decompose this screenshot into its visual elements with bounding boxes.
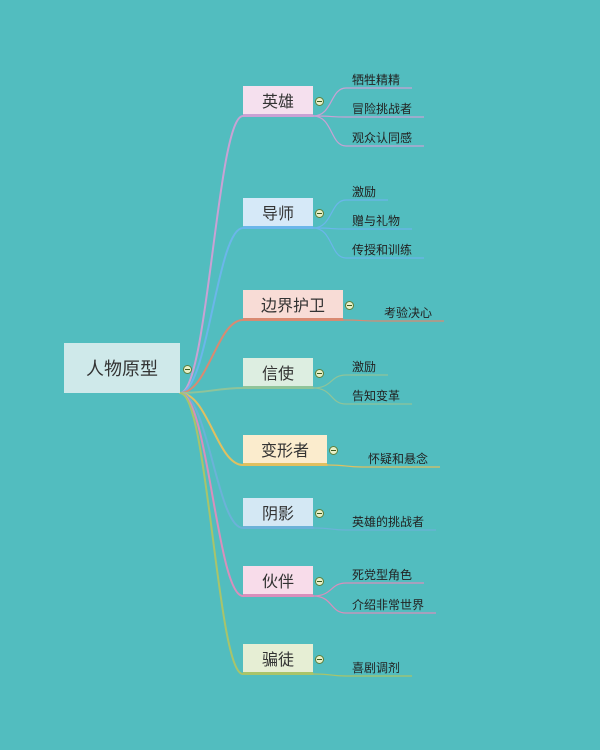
leaf-label[interactable]: 激励 xyxy=(352,360,377,374)
branch-label: 英雄 xyxy=(261,92,294,111)
leaf-label[interactable]: 死党型角色 xyxy=(352,568,413,582)
collapse-icon[interactable] xyxy=(345,301,354,310)
leaf-connector xyxy=(312,87,412,117)
branch-node[interactable]: 阴影 xyxy=(243,498,313,528)
collapse-icon[interactable] xyxy=(315,509,324,518)
leaf-label[interactable]: 传授和训练 xyxy=(352,243,413,257)
leaf-connector xyxy=(312,374,388,389)
collapse-icon[interactable] xyxy=(329,446,338,455)
leaf-label[interactable]: 考验决心 xyxy=(384,306,433,320)
branch-connector xyxy=(179,392,314,597)
branch-connector xyxy=(179,392,314,529)
leaf-connector xyxy=(312,582,424,597)
branch-label: 导师 xyxy=(261,204,294,223)
leaf-connector xyxy=(312,227,412,230)
leaf-connector xyxy=(342,319,444,322)
leaf-label[interactable]: 激励 xyxy=(352,185,377,199)
leaf-label[interactable]: 怀疑和悬念 xyxy=(368,452,429,466)
branch-connector xyxy=(179,387,314,394)
branch-node[interactable]: 变形者 xyxy=(243,435,327,465)
branch-connector xyxy=(179,227,314,394)
branch-connector xyxy=(179,115,314,394)
branch-label: 变形者 xyxy=(260,441,309,460)
branch-node[interactable]: 英雄 xyxy=(243,86,313,116)
leaf-connector xyxy=(312,227,424,259)
leaf-connector xyxy=(312,673,412,677)
branch-connector xyxy=(179,392,314,675)
root-node[interactable]: 人物原型 xyxy=(64,343,180,393)
collapse-icon[interactable] xyxy=(315,655,324,664)
leaf-connector xyxy=(312,115,424,118)
leaf-label[interactable]: 喜剧调剂 xyxy=(352,661,401,675)
collapse-icon[interactable] xyxy=(315,369,324,378)
branch-label: 信使 xyxy=(261,364,294,383)
collapse-icon[interactable] xyxy=(315,209,324,218)
root-collapse-icon[interactable] xyxy=(183,365,192,374)
root-label: 人物原型 xyxy=(86,359,158,380)
leaf-connector xyxy=(312,595,436,614)
leaf-connector xyxy=(312,115,424,147)
branch-label: 伙伴 xyxy=(261,572,294,591)
collapse-icon[interactable] xyxy=(315,577,324,586)
leaf-label[interactable]: 观众认同感 xyxy=(352,131,413,145)
branch-node[interactable]: 骗徒 xyxy=(243,644,313,674)
branch-node[interactable]: 伙伴 xyxy=(243,566,313,596)
leaf-label[interactable]: 赠与礼物 xyxy=(352,214,401,228)
branch-label: 阴影 xyxy=(261,504,294,523)
branch-node[interactable]: 导师 xyxy=(243,198,313,228)
branch-label: 边界护卫 xyxy=(260,296,325,315)
leaf-label[interactable]: 介绍非常世界 xyxy=(352,598,425,612)
leaf-label[interactable]: 告知变革 xyxy=(352,389,401,403)
leaf-label[interactable]: 牺牲精精 xyxy=(352,73,401,87)
leaf-connector xyxy=(326,464,440,468)
collapse-icon[interactable] xyxy=(315,97,324,106)
leaf-connector xyxy=(312,199,388,229)
leaf-label[interactable]: 冒险挑战者 xyxy=(352,102,413,116)
branch-connector xyxy=(179,392,328,466)
leaf-label[interactable]: 英雄的挑战者 xyxy=(352,515,425,529)
branch-label: 骗徒 xyxy=(261,650,294,669)
leaf-connector xyxy=(312,387,412,405)
branch-node[interactable]: 边界护卫 xyxy=(243,290,343,320)
leaf-connector xyxy=(312,527,436,531)
branch-connector xyxy=(179,319,344,394)
branch-node[interactable]: 信使 xyxy=(243,358,313,388)
